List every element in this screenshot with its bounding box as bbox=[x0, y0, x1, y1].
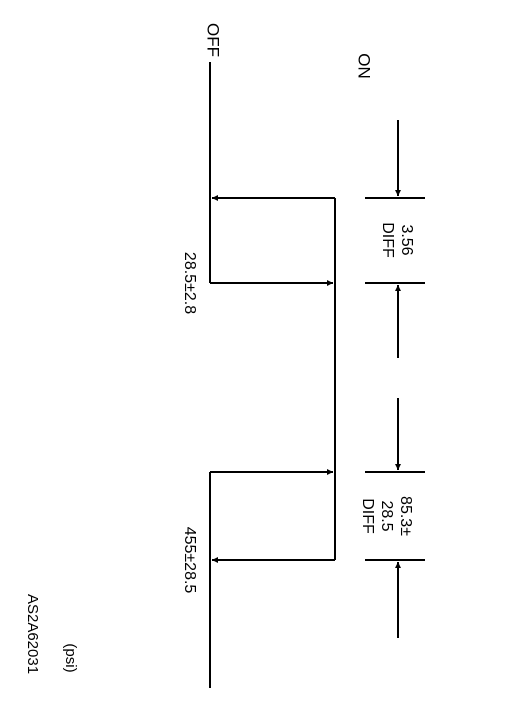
figure-code: AS2A62031 bbox=[24, 594, 41, 674]
diff-high-label: DIFF bbox=[359, 498, 376, 534]
diff-high-value-line1: 85.3± bbox=[397, 496, 414, 536]
pressure-low-label: 28.5±2.8 bbox=[181, 252, 198, 314]
switch-trace bbox=[209, 62, 336, 688]
unit-label: (psi) bbox=[62, 643, 79, 672]
diff-high-value-line2: 28.5 bbox=[378, 500, 395, 531]
pressure-high-label: 455±28.5 bbox=[181, 527, 198, 594]
transition-arrows bbox=[210, 195, 335, 563]
differential-markers bbox=[365, 120, 425, 638]
labels: OFF ON 28.5±2.8 455±28.5 3.56 DIFF 85.3±… bbox=[24, 23, 415, 674]
state-on-label: ON bbox=[355, 53, 374, 79]
diff-low-label: DIFF bbox=[379, 222, 396, 258]
state-off-label: OFF bbox=[204, 23, 223, 57]
diff-low-value: 3.56 bbox=[398, 224, 415, 255]
